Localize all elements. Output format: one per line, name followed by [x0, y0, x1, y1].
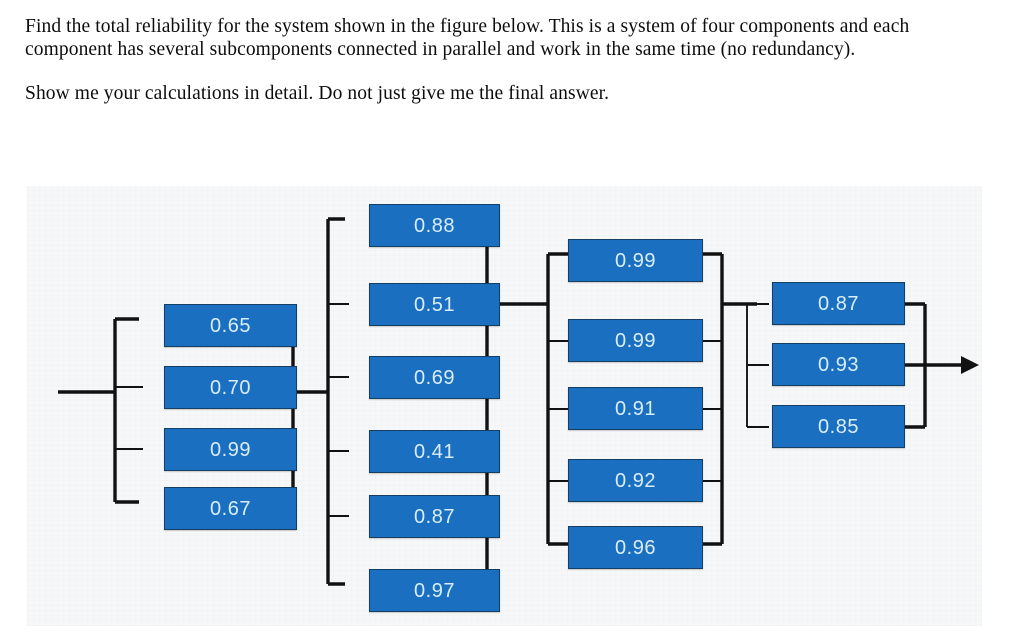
subcomponent-box[interactable]: 0.70	[164, 366, 297, 409]
subcomponent-box[interactable]: 0.91	[568, 387, 703, 430]
subcomponent-box[interactable]: 0.85	[772, 405, 905, 448]
question-text-block: Find the total reliability for the syste…	[25, 16, 977, 106]
subcomponent-box[interactable]: 0.41	[369, 430, 500, 473]
subcomponent-box[interactable]: 0.92	[568, 459, 703, 502]
subcomponent-box[interactable]: 0.88	[369, 204, 500, 247]
question-paragraph-2: Show me your calculations in detail. Do …	[25, 83, 610, 105]
paragraph-spacer	[25, 61, 977, 83]
subcomponent-box[interactable]: 0.87	[772, 282, 905, 325]
system-output-arrowhead	[961, 356, 979, 374]
subcomponent-box[interactable]: 0.67	[164, 487, 297, 530]
reliability-block-diagram-figure: 0.65 0.70 0.99 0.67 0.88 0.51 0.69 0.41 …	[27, 186, 982, 626]
subcomponent-box[interactable]: 0.51	[369, 283, 500, 326]
subcomponent-box[interactable]: 0.99	[568, 239, 703, 282]
subcomponent-box[interactable]: 0.99	[568, 319, 703, 362]
subcomponent-box[interactable]: 0.99	[164, 428, 297, 471]
subcomponent-box[interactable]: 0.69	[369, 356, 500, 399]
subcomponent-box[interactable]: 0.87	[369, 495, 500, 538]
subcomponent-box[interactable]: 0.96	[568, 526, 703, 569]
subcomponent-box[interactable]: 0.93	[772, 343, 905, 386]
subcomponent-box[interactable]: 0.97	[369, 569, 500, 612]
subcomponent-box[interactable]: 0.65	[164, 304, 297, 347]
question-paragraph-1: Find the total reliability for the syste…	[25, 16, 910, 60]
